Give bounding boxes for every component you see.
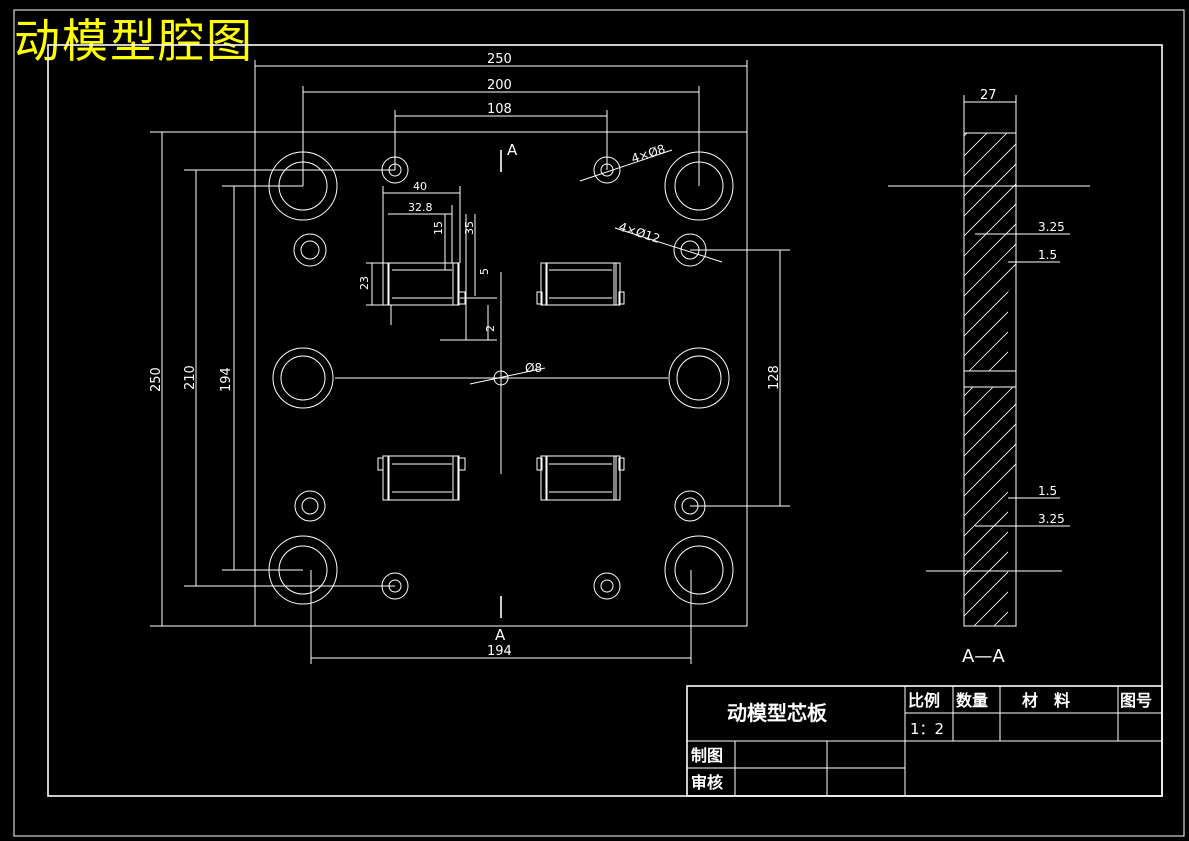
- section-mark-top: A: [507, 141, 518, 159]
- dimension-label: 图号: [1120, 691, 1152, 710]
- dimension-label: 194: [219, 367, 234, 392]
- dimension-label: 2: [484, 325, 497, 332]
- dimension-label: 数量: [956, 691, 988, 710]
- dimension-label: 材 料: [1022, 691, 1070, 710]
- cavity-bottom-left: [377, 455, 466, 501]
- outer-frame: [13, 9, 1185, 837]
- title-block: 动模型芯板 比例 数量 材 料 图号 1：2 制图 审核: [686, 685, 1163, 797]
- dim-right-128: 128: [690, 249, 790, 507]
- inner-frame: [47, 44, 1163, 797]
- section-mark-bottom: A: [495, 626, 506, 644]
- dim-left: 250 210 194: [149, 131, 395, 627]
- dimension-label: 27: [980, 88, 997, 103]
- dimension-label: 250: [149, 367, 164, 392]
- dimension-label: 40: [413, 180, 427, 193]
- dimension-label: 194: [487, 644, 512, 659]
- dimension-label: 3.25: [1038, 220, 1065, 234]
- cavity-top-right: [536, 262, 625, 306]
- dimension-label: 5: [478, 268, 491, 275]
- dimension-label: 250: [487, 52, 512, 67]
- part-name: 动模型芯板: [727, 701, 828, 725]
- dimension-label: 1.5: [1038, 484, 1057, 498]
- dimension-label: 制图: [691, 746, 723, 765]
- dimension-label: 比例: [908, 691, 940, 710]
- plate-outline: [254, 131, 748, 627]
- dim-cavity: 40 32.8 15 35 23 5 2: [358, 180, 497, 341]
- dimension-label: 210: [183, 365, 198, 390]
- dimension-label: 1：2: [910, 720, 944, 738]
- dimension-label: 4×Ø12: [617, 220, 662, 246]
- dimension-label: Ø8: [525, 361, 542, 375]
- dimension-label: 35: [463, 221, 476, 235]
- dimension-label: 审核: [691, 773, 723, 792]
- dimension-label: 15: [432, 221, 445, 235]
- drawing-title: 动模型腔图: [14, 14, 254, 68]
- dim-top: 250 200 108: [254, 52, 748, 186]
- section-view-label: A—A: [962, 646, 1005, 667]
- dimension-label: 108: [487, 102, 512, 117]
- dimension-label: 128: [767, 365, 782, 390]
- dimension-label: 32.8: [408, 201, 433, 214]
- dimension-label: 4×Ø8: [630, 142, 667, 166]
- dimension-label: 1.5: [1038, 248, 1057, 262]
- dimension-label: 3.25: [1038, 512, 1065, 526]
- dim-bottom-194: 194: [310, 570, 692, 664]
- dimension-label: 23: [358, 276, 371, 290]
- dimension-label: 200: [487, 78, 512, 93]
- cavity-bottom-right: [536, 455, 625, 501]
- section-view: 27 3.25 1.5 1.5 3.25 A—A: [888, 88, 1090, 667]
- cavity-top-left: [382, 262, 466, 306]
